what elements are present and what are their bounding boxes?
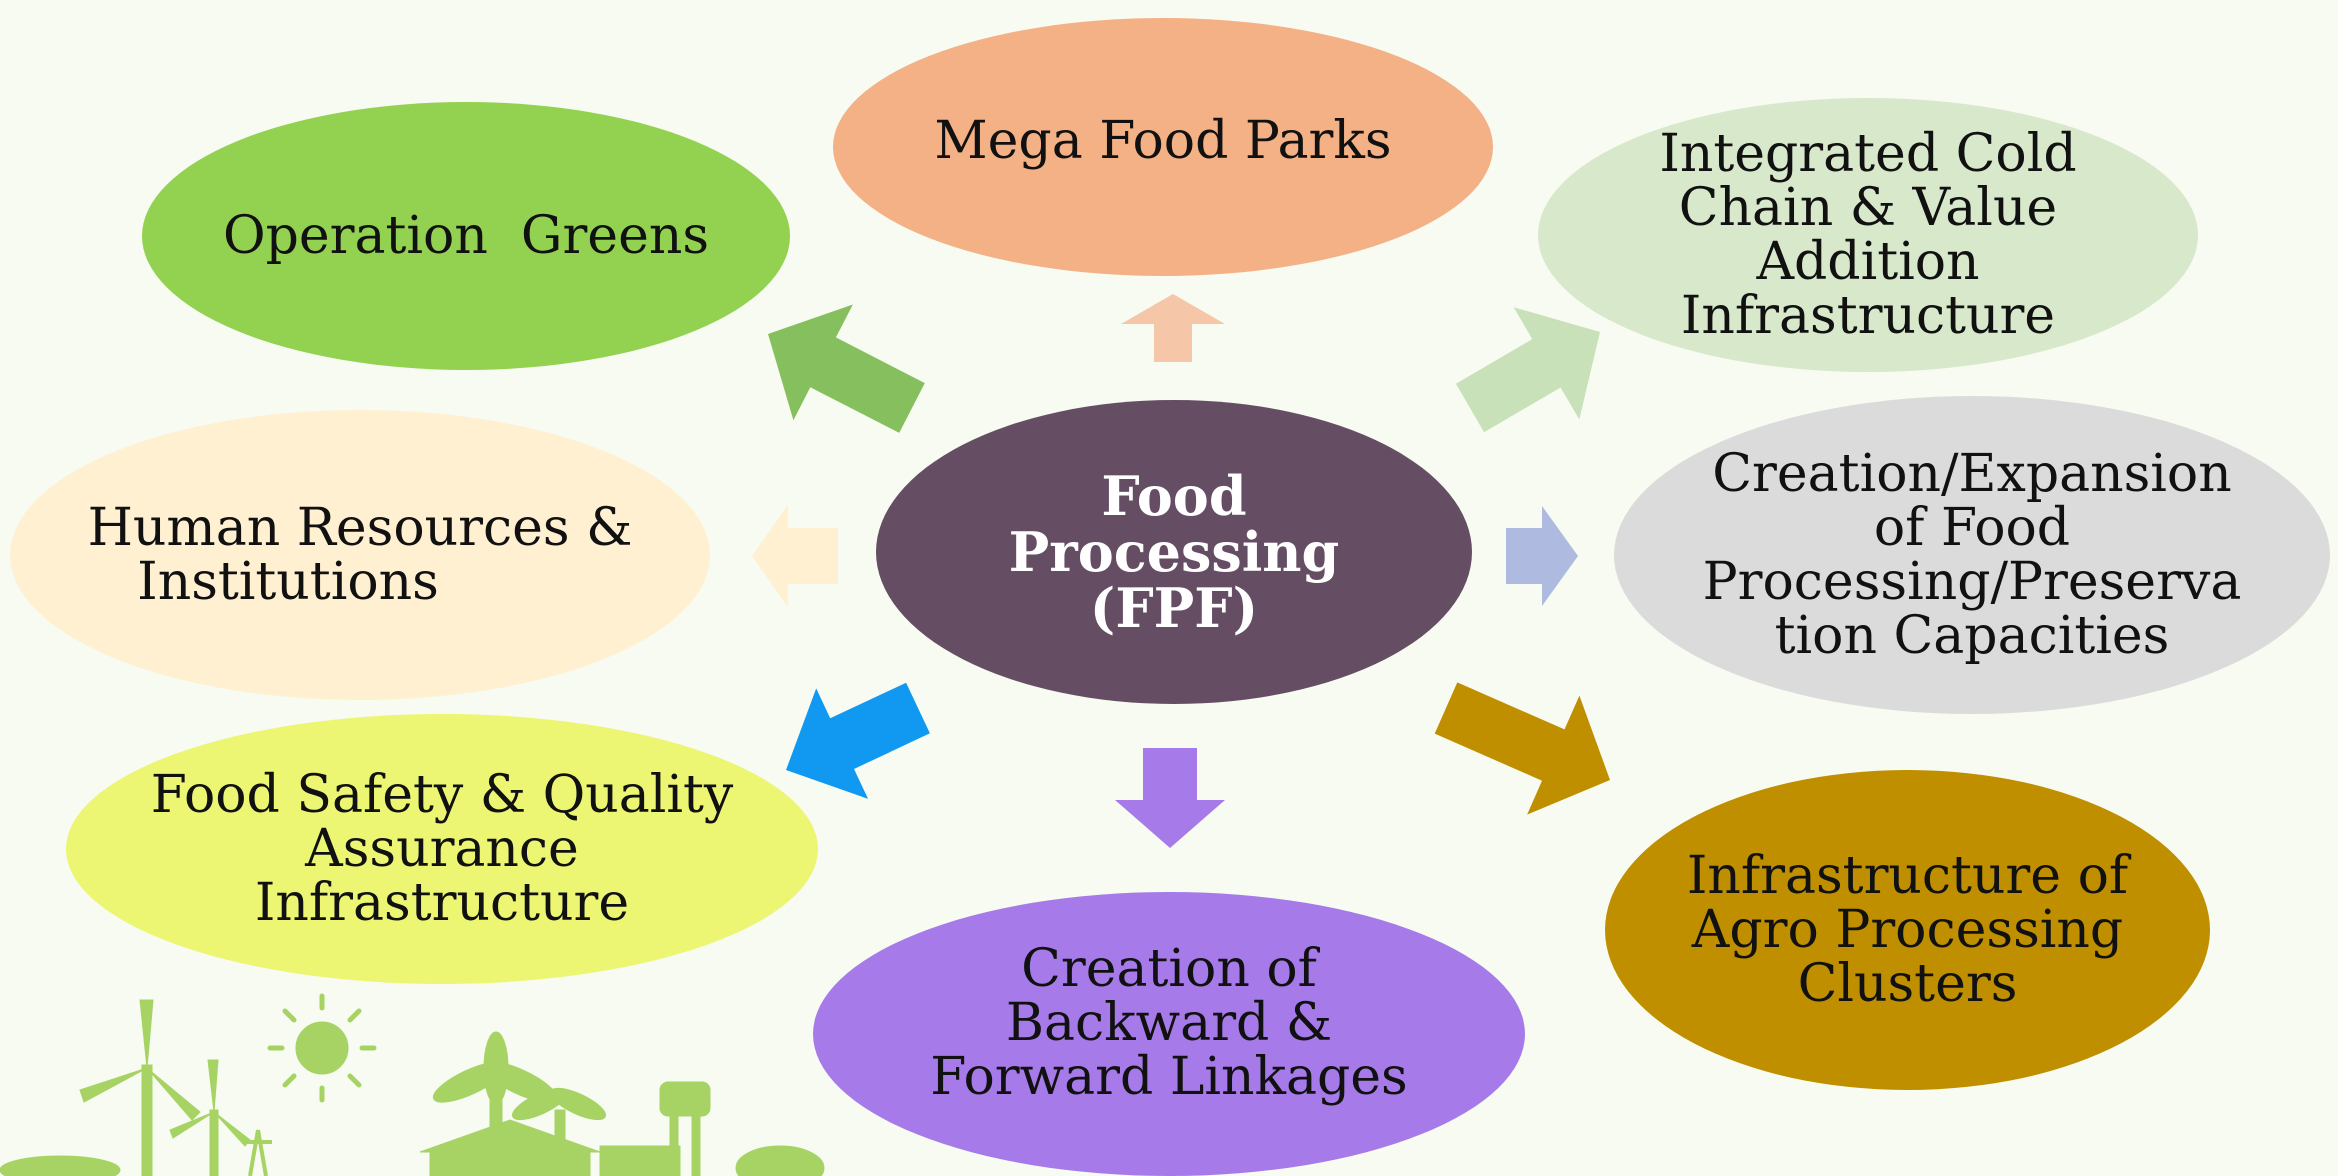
node-human-resources: Human Resources & Institutions: [10, 410, 710, 700]
node-backward-forward-label: Creation of Backward & Forward Linkages: [930, 939, 1408, 1107]
center-node-label: Food Processing (FPF): [1008, 464, 1340, 640]
node-food-safety-label: Food Safety & Quality Assurance Infrastr…: [150, 765, 734, 933]
arrow-to-human-resources: [752, 505, 838, 607]
node-operation-greens-label: Operation Greens: [222, 206, 710, 266]
arrow-to-integrated-cold-chain: [1455, 307, 1600, 433]
node-operation-greens: Operation Greens: [142, 102, 790, 370]
node-backward-forward: Creation of Backward & Forward Linkages: [813, 892, 1525, 1176]
node-creation-expansion-label: Creation/Expansion of Food Processing/Pr…: [1702, 444, 2242, 666]
node-integrated-cold-chain: Integrated Cold Chain & Value Addition I…: [1538, 98, 2198, 372]
arrow-to-creation-expansion: [1506, 506, 1578, 606]
node-agro-processing-label: Infrastructure of Agro Processing Cluste…: [1686, 846, 2129, 1014]
arrow-to-agro-processing: [1434, 682, 1610, 815]
node-mega-food-parks: Mega Food Parks: [833, 18, 1493, 276]
center-node: Food Processing (FPF): [876, 400, 1472, 704]
arrow-to-backward-forward: [1115, 748, 1225, 848]
arrow-to-mega-food-parks: [1121, 294, 1225, 362]
node-creation-expansion: Creation/Expansion of Food Processing/Pr…: [1614, 396, 2330, 714]
node-agro-processing: Infrastructure of Agro Processing Cluste…: [1605, 770, 2210, 1090]
node-mega-food-parks-label: Mega Food Parks: [934, 111, 1392, 171]
arrow-to-operation-greens: [768, 304, 925, 433]
node-integrated-cold-chain-label: Integrated Cold Chain & Value Addition I…: [1659, 124, 2077, 346]
node-food-safety: Food Safety & Quality Assurance Infrastr…: [66, 714, 818, 984]
arrow-to-food-safety: [786, 682, 930, 799]
node-human-resources-label: Human Resources & Institutions: [87, 498, 633, 612]
